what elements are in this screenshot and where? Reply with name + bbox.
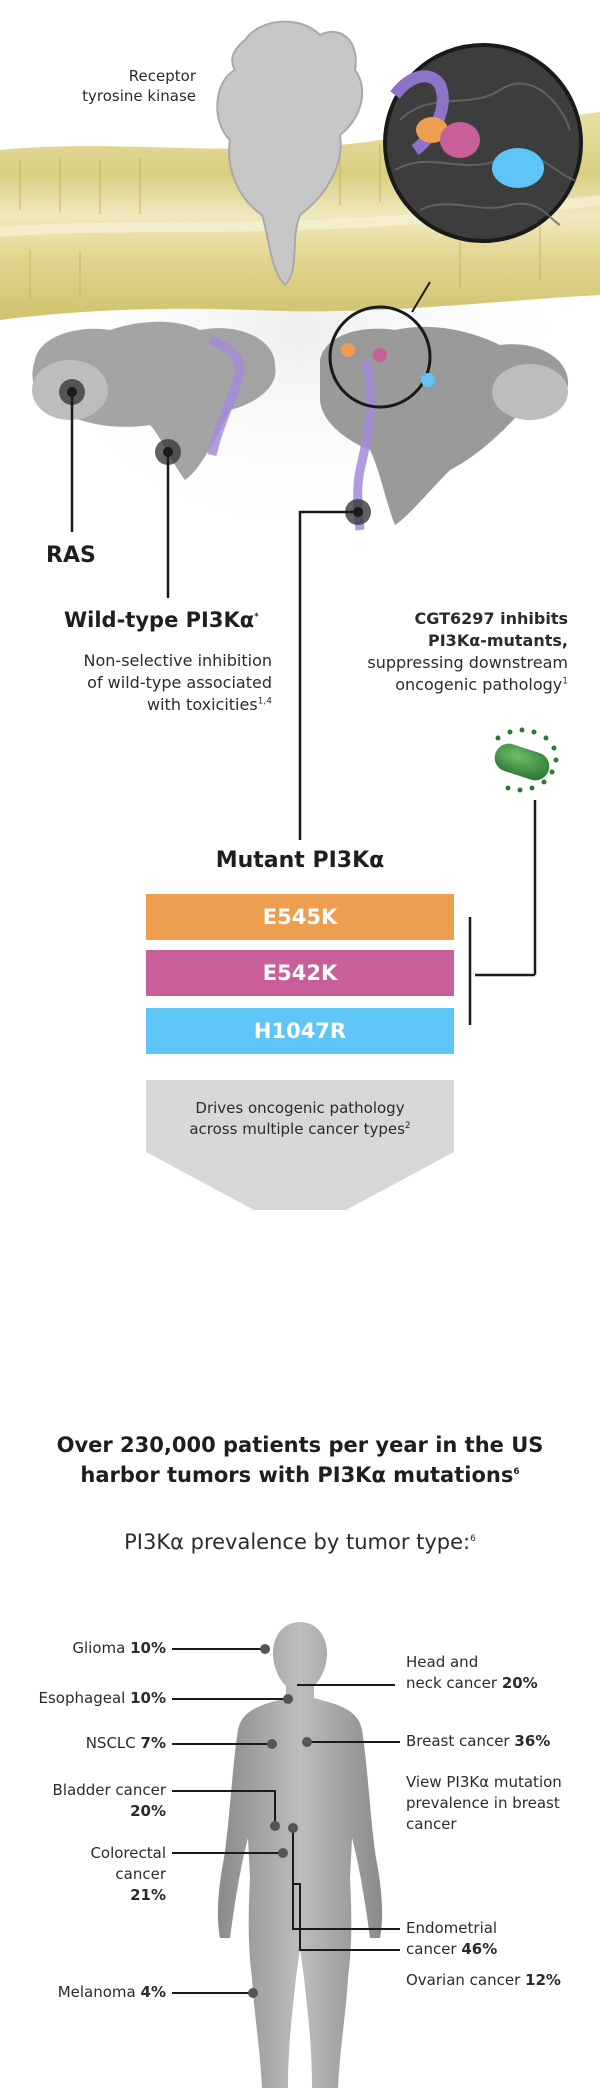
human-body-figure	[217, 1622, 383, 2088]
wild-type-title: Wild-type PI3Kα*	[64, 608, 259, 632]
cgt-description: CGT6297 inhibits PI3Kα-mutants, suppress…	[367, 609, 568, 694]
receptor-label: Receptor tyrosine kinase	[82, 67, 196, 105]
tumor-endometrial[interactable]: Endometrial cancer 46%	[406, 1919, 498, 1958]
tumor-melanoma[interactable]: Melanoma 4%	[57, 1983, 166, 2001]
tumor-nsclc[interactable]: NSCLC 7%	[85, 1734, 166, 1752]
tumor-breast[interactable]: Breast cancer 36%	[406, 1732, 551, 1750]
tumor-glioma[interactable]: Glioma 10%	[72, 1639, 166, 1657]
wild-type-description: Non-selective inhibition of wild-type as…	[83, 651, 272, 714]
pathway-illustration	[0, 20, 600, 1025]
tumor-head-neck[interactable]: Head and neck cancer 20%	[406, 1653, 538, 1692]
drives-text: Drives oncogenic pathology across multip…	[189, 1099, 411, 1138]
mutation-bar-e542k: E542K	[146, 950, 454, 996]
tumor-leader-lines	[172, 1644, 400, 1998]
drives-panel-shape	[146, 1080, 454, 1210]
pill-icon	[494, 727, 559, 793]
mutation-bar-h1047r: H1047R	[146, 1008, 454, 1054]
tumor-esophageal[interactable]: Esophageal 10%	[38, 1689, 167, 1707]
ras-label: RAS	[46, 543, 96, 568]
tumor-ovarian[interactable]: Ovarian cancer 12%	[406, 1971, 561, 1989]
prevalence-title: PI3Kα prevalence by tumor type:6	[124, 1530, 476, 1554]
mutant-title: Mutant PI3Kα	[215, 848, 385, 873]
mutation-bar-e545k: E545K	[146, 894, 454, 940]
headline: Over 230,000 patients per year in the US…	[56, 1433, 544, 1487]
breast-prevalence-link[interactable]: View PI3Kα mutation prevalence in breast…	[406, 1773, 562, 1833]
